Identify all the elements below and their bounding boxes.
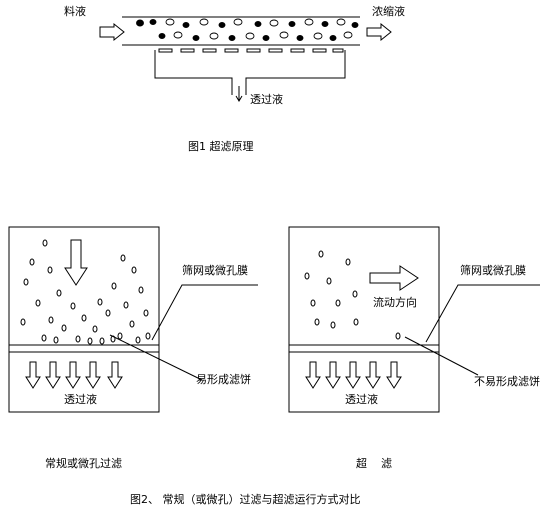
- fig2-caption: 图2、 常规（或微孔）过滤与超滤运行方式对比: [130, 493, 361, 506]
- right-permeate-arrow-4: [365, 361, 381, 389]
- concentrate-arrow: [366, 22, 392, 42]
- fig1-ultrafiltration-principle: [99, 16, 392, 102]
- right-permeate-arrow-1: [305, 361, 321, 389]
- permeate-label: 透过液: [250, 93, 283, 106]
- no-cake-label: 不易形成滤饼: [474, 375, 540, 388]
- right-permeate-arrow-3: [345, 361, 361, 389]
- right-permeate-label: 透过液: [345, 393, 378, 406]
- feed-arrow: [99, 22, 125, 42]
- left-cake-label: 易形成滤饼: [196, 373, 251, 386]
- left-permeate-arrow-2: [45, 361, 61, 389]
- fig2-right-panel: [288, 226, 540, 413]
- left-particles: [20, 239, 151, 345]
- right-membrane-leader: [425, 284, 540, 343]
- left-permeate-label: 透过液: [64, 393, 97, 406]
- left-permeate-arrow-1: [25, 361, 41, 389]
- permeate-box-right: [245, 50, 346, 95]
- right-vessel: [288, 226, 440, 413]
- right-flow-direction-arrow: [369, 265, 419, 291]
- left-vessel: [8, 226, 160, 413]
- right-membrane-label: 筛网或微孔膜: [460, 264, 526, 277]
- right-permeate-arrow-2: [325, 361, 341, 389]
- left-caption: 常规或微孔过滤: [45, 457, 122, 470]
- left-membrane-leader: [151, 284, 258, 341]
- permeate-arrowhead: [235, 95, 243, 102]
- left-permeate-arrow-5: [107, 361, 123, 389]
- left-permeate-arrow-4: [85, 361, 101, 389]
- left-membrane-label: 筛网或微孔膜: [182, 264, 248, 277]
- permeate-box-left: [154, 50, 233, 95]
- fig1-particles: [136, 18, 359, 41]
- right-permeate-arrow-5: [386, 361, 402, 389]
- fig2-left-panel: [8, 226, 258, 413]
- right-caption: 超 滤: [356, 457, 392, 470]
- feed-label: 料液: [64, 5, 86, 18]
- left-flow-down-arrow: [64, 239, 88, 286]
- left-cake-leader: [109, 334, 203, 381]
- right-particles: [304, 250, 401, 340]
- fig1-caption: 图1 超滤原理: [188, 140, 254, 153]
- left-permeate-arrow-3: [65, 361, 81, 389]
- flow-direction-label: 流动方向: [373, 296, 417, 309]
- right-no-cake-leader: [404, 336, 479, 376]
- concentrate-label: 浓缩液: [372, 5, 405, 18]
- membrane: [158, 48, 344, 53]
